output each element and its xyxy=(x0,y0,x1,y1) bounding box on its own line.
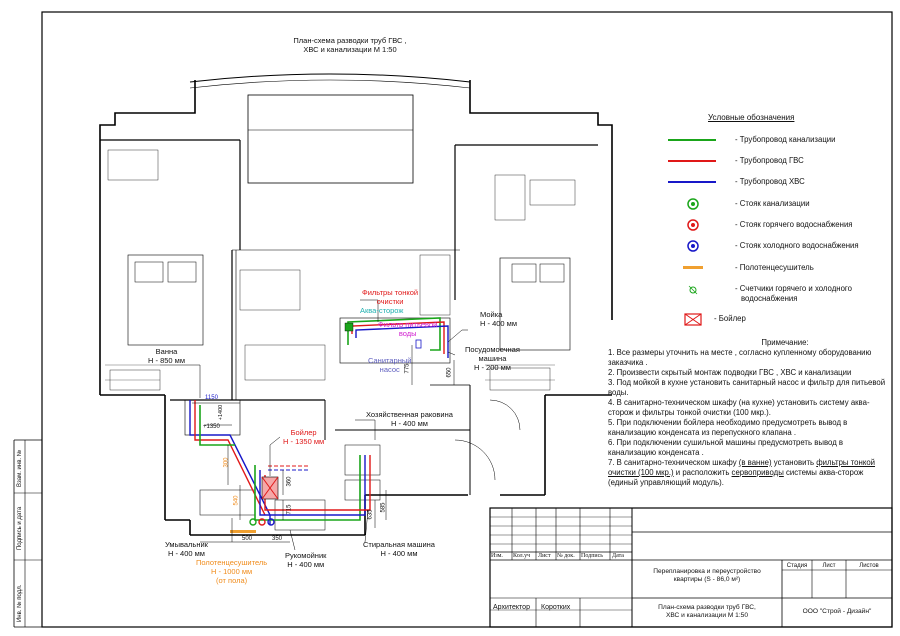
label-hand-basin: Рукомойник Н - 400 мм xyxy=(285,551,327,569)
dim-585: 585 xyxy=(380,502,387,513)
dim-1350: +1350 xyxy=(203,424,220,430)
tb-col-date: Дата xyxy=(612,553,624,559)
tb-sheets: Листов xyxy=(859,563,879,569)
label-drinking-filter: Фильтр питьевой воды xyxy=(378,320,438,338)
dim-1400: +1400 xyxy=(218,404,225,421)
towel-dryer-icon xyxy=(683,266,703,269)
stamp-inv-orig: Инв. № подл. xyxy=(17,584,23,622)
tb-sheet: Лист xyxy=(822,563,836,569)
tb-col-list: Лист xyxy=(538,553,551,559)
title-block xyxy=(489,507,893,628)
tb-col-sign: Подпись xyxy=(581,553,604,559)
tb-company: ООО "Строй - Дизайн" xyxy=(802,608,872,615)
tb-col-doc: № док. xyxy=(557,553,575,559)
boiler-icon xyxy=(684,313,702,326)
drawing-title: План-схема разводки труб ГВС , ХВС и кан… xyxy=(250,36,450,54)
label-boiler: Бойлер Н - 1350 мм xyxy=(283,428,325,446)
dimension-lines xyxy=(192,345,455,543)
label-washing-machine: Стиральная машина Н - 400 мм xyxy=(363,540,435,558)
label-utility-sink: Хозяйственная раковина Н - 400 мм xyxy=(366,410,453,428)
legend-item-sewer: - Трубопровод канализации xyxy=(735,135,836,144)
legend-heading: Условные обозначения xyxy=(708,113,795,122)
legend-item-towel-dryer: - Полотенцесушитель xyxy=(735,263,814,272)
dim-540: 540 xyxy=(233,495,240,506)
stamp-sign-date: Подпись и дата xyxy=(17,506,23,550)
legend-symbols xyxy=(668,139,716,326)
note-item: 2. Произвести скрытый монтаж подводки ГВ… xyxy=(608,368,852,377)
pipe-network xyxy=(189,317,449,533)
drawing-title-line1: План-схема разводки труб ГВС , xyxy=(293,36,407,45)
note-item: 7. В санитарно-техническом шкафу (в ванн… xyxy=(608,458,876,487)
leader-lines xyxy=(160,299,468,551)
label-sanitary-pump: Санитарный насос xyxy=(368,356,412,374)
legend-item-sewer-riser: - Стояк канализации xyxy=(735,199,810,208)
drawing-title-line2: ХВС и канализации М 1:50 xyxy=(303,45,397,54)
dim-360: 360 xyxy=(286,476,293,487)
tb-architect-role: Архитектор xyxy=(493,604,530,611)
legend-item-cold-riser: - Стояк холодного водоснабжения xyxy=(735,241,859,250)
label-sink: Мойка Н - 400 мм xyxy=(480,310,517,328)
label-bath: Ванна Н - 850 мм xyxy=(148,347,185,365)
dim-775: 775 xyxy=(404,363,411,374)
red-riser-icon xyxy=(687,219,699,231)
tb-sheet-name: План-схема разводки труб ГВС, ХВС и кана… xyxy=(658,604,756,619)
note-item: 4. В санитарно-техническом шкафу (на кух… xyxy=(608,398,870,417)
label-filters-fine: Фильтры тонкой очистки xyxy=(362,288,419,306)
dim-300: 300 xyxy=(223,457,230,468)
sheet-frame xyxy=(41,11,893,628)
dim-650: 650 xyxy=(446,367,453,378)
label-towel-dryer: Полотенцесушитель Н - 1000 мм (от пола) xyxy=(196,558,268,585)
legend-item-cold: - Трубопровод ХВС xyxy=(735,177,805,186)
tb-col-izm: Изм. xyxy=(491,553,503,559)
meter-icon xyxy=(688,285,698,295)
legend-item-boiler: - Бойлер xyxy=(714,314,746,323)
floor-plan xyxy=(99,73,613,536)
tb-architect-name: Коротких xyxy=(541,604,571,611)
dim-715: 715 xyxy=(286,504,293,515)
tb-project: Перепланировка и переустройство квартиры… xyxy=(653,568,761,583)
note-item: 6. При подключении сушильной машины пред… xyxy=(608,438,844,457)
legend-item-hot-riser: - Стояк горячего водоснабжения xyxy=(735,220,853,229)
label-washbasin: Умывальник Н - 400 мм xyxy=(165,540,208,558)
label-aqua-guard: Аква-сторож xyxy=(360,306,404,315)
notes-block: Примечание: 1. Все размеры уточнить на м… xyxy=(608,338,892,488)
dim-350: 350 xyxy=(272,536,283,542)
blue-riser-icon xyxy=(687,240,699,252)
note-item: 5. При подключении бойлера необходимо пр… xyxy=(608,418,848,437)
green-riser-icon xyxy=(687,198,699,210)
dim-500: 500 xyxy=(242,536,253,542)
tb-col-koluch: Кол.уч xyxy=(513,553,531,559)
dim-635: 635 xyxy=(367,509,374,520)
legend-item-meters: - Счетчики горячего и холодного водоснаб… xyxy=(735,284,852,303)
label-dishwasher: Посудомоечная машина Н - 200 мм xyxy=(465,345,520,372)
note-item: 3. Под мойкой в кухне установить санитар… xyxy=(608,378,886,397)
legend-item-hot: - Трубопровод ГВС xyxy=(735,156,804,165)
dim-1150: 1150 xyxy=(205,395,218,401)
notes-heading: Примечание: xyxy=(761,338,809,347)
tb-stage: Стадия xyxy=(786,563,808,569)
stamp-replace-inv: Взам. инв. № xyxy=(17,449,23,487)
note-item: 1. Все размеры уточнить на месте , согла… xyxy=(608,348,872,367)
